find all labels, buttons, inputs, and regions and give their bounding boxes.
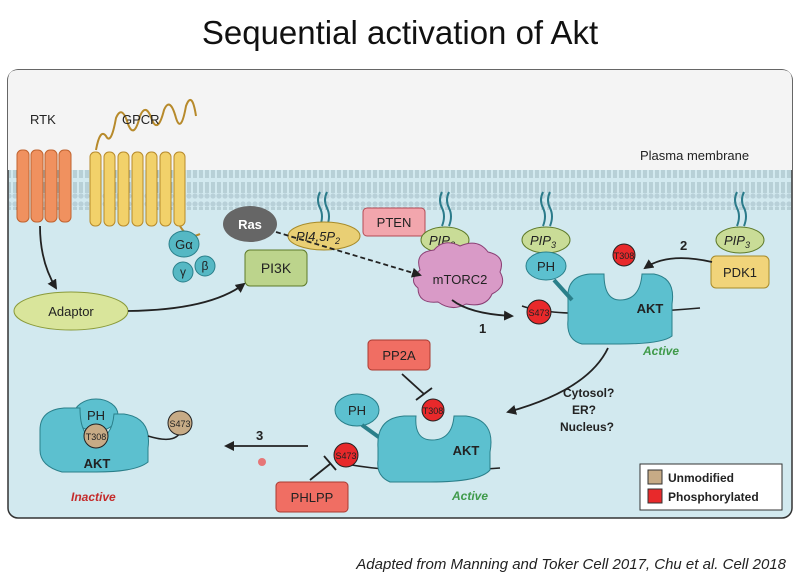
- inactive-label: Inactive: [71, 490, 116, 504]
- s473-site-active-membrane: [526, 299, 552, 325]
- ras-label: Ras: [238, 217, 262, 232]
- rtk-label: RTK: [30, 112, 56, 127]
- mtorc2-to-akt-arrow: [451, 299, 514, 321]
- akt-active-ph-label: PH: [537, 259, 555, 274]
- step-1-label: 1: [479, 321, 486, 336]
- akt-active-cytosol: [334, 393, 501, 483]
- pten-label: PTEN: [377, 215, 412, 230]
- akt-active-akt-label: AKT: [637, 301, 664, 316]
- pip3-node-3: [715, 226, 765, 254]
- g-protein: [168, 230, 216, 283]
- phlpp-label: PHLPP: [291, 490, 334, 505]
- t308-label-1: T308: [614, 251, 635, 261]
- legend-unmodified-swatch: [647, 469, 663, 485]
- pathway-arrows: [39, 225, 713, 481]
- pi3k-label: PI3K: [261, 260, 292, 276]
- gpcr-label: GPCR: [122, 112, 160, 127]
- pp2a-inhibit-bar: [415, 387, 433, 401]
- s473-site-active-cytosol: [333, 442, 359, 468]
- legend-phosphorylated-swatch: [647, 488, 663, 504]
- legend-unmodified-label: Unmodified: [668, 471, 734, 485]
- t308-site-active-membrane: [612, 243, 636, 267]
- mtorc2-label: mTORC2: [433, 272, 488, 287]
- rtk-to-adaptor-arrow: [39, 225, 58, 290]
- t308-label-3: T308: [86, 432, 107, 442]
- legend-phosphorylated-label: Phosphorylated: [668, 490, 759, 504]
- pp2a-label: PP2A: [382, 348, 416, 363]
- legend: [639, 463, 783, 511]
- extracellular-space: [8, 70, 792, 170]
- g-beta-label: β: [202, 259, 209, 273]
- citation: Adapted from Manning and Toker Cell 2017…: [356, 556, 786, 573]
- pdk1-label: PDK1: [723, 265, 757, 280]
- pip3-label-2: PIP3: [530, 233, 556, 250]
- rtk-receptor: [16, 149, 72, 223]
- step-3-label: 3: [256, 428, 263, 443]
- ras-node: [223, 206, 277, 242]
- s473-label-1: S473: [528, 308, 549, 318]
- phlpp-node: [275, 481, 349, 513]
- pdk1-node: [710, 255, 770, 289]
- cytosol-label: Cytosol?: [563, 386, 614, 400]
- pp2a-node: [367, 339, 431, 371]
- lipid-tails: [317, 191, 747, 227]
- akt-relocation-arrow: [506, 347, 609, 415]
- adaptor-label: Adaptor: [48, 304, 94, 319]
- slide-title: Sequential activation of Akt: [201, 14, 599, 51]
- er-label: ER?: [572, 403, 596, 417]
- akt-inactive-ph-label: PH: [87, 408, 105, 423]
- pi45p2-label: PI4,5P2: [296, 229, 340, 246]
- akt-inactive-akt-label: AKT: [84, 456, 111, 471]
- t308-site-inactive: [83, 423, 109, 449]
- active-label-2: Active: [451, 489, 488, 503]
- t308-site-active-cytosol: [421, 398, 445, 422]
- phlpp-inhibit-bar: [323, 455, 337, 471]
- gpcr-receptor: [89, 98, 201, 237]
- pten-node: [362, 207, 426, 237]
- akt-cytosol-akt-label: AKT: [453, 443, 480, 458]
- step-2-label: 2: [680, 238, 687, 253]
- akt-cytosol-ph-label: PH: [348, 403, 366, 418]
- mtorc2-node: [413, 242, 504, 308]
- nucleus-label: Nucleus?: [560, 420, 614, 434]
- g-gamma-label: γ: [180, 265, 186, 279]
- pi3k-node: [244, 249, 308, 287]
- pip3-label-3: PIP3: [724, 233, 750, 250]
- cursor-dot: [258, 458, 266, 466]
- s473-label-2: S473: [335, 451, 356, 461]
- s473-site-inactive: [167, 410, 193, 436]
- plasma-membrane-label: Plasma membrane: [640, 148, 749, 163]
- phlpp-inhibit-line: [309, 463, 331, 481]
- ras-to-mtorc2-arrow: [275, 231, 422, 278]
- t308-label-2: T308: [423, 406, 444, 416]
- pp2a-inhibit-line: [401, 373, 425, 395]
- active-label-1: Active: [642, 344, 679, 358]
- s473-label-3: S473: [169, 419, 190, 429]
- g-alpha-label: Gα: [175, 237, 193, 252]
- pdk1-to-akt-arrow: [643, 257, 713, 270]
- adaptor-to-pi3k-arrow: [127, 282, 246, 312]
